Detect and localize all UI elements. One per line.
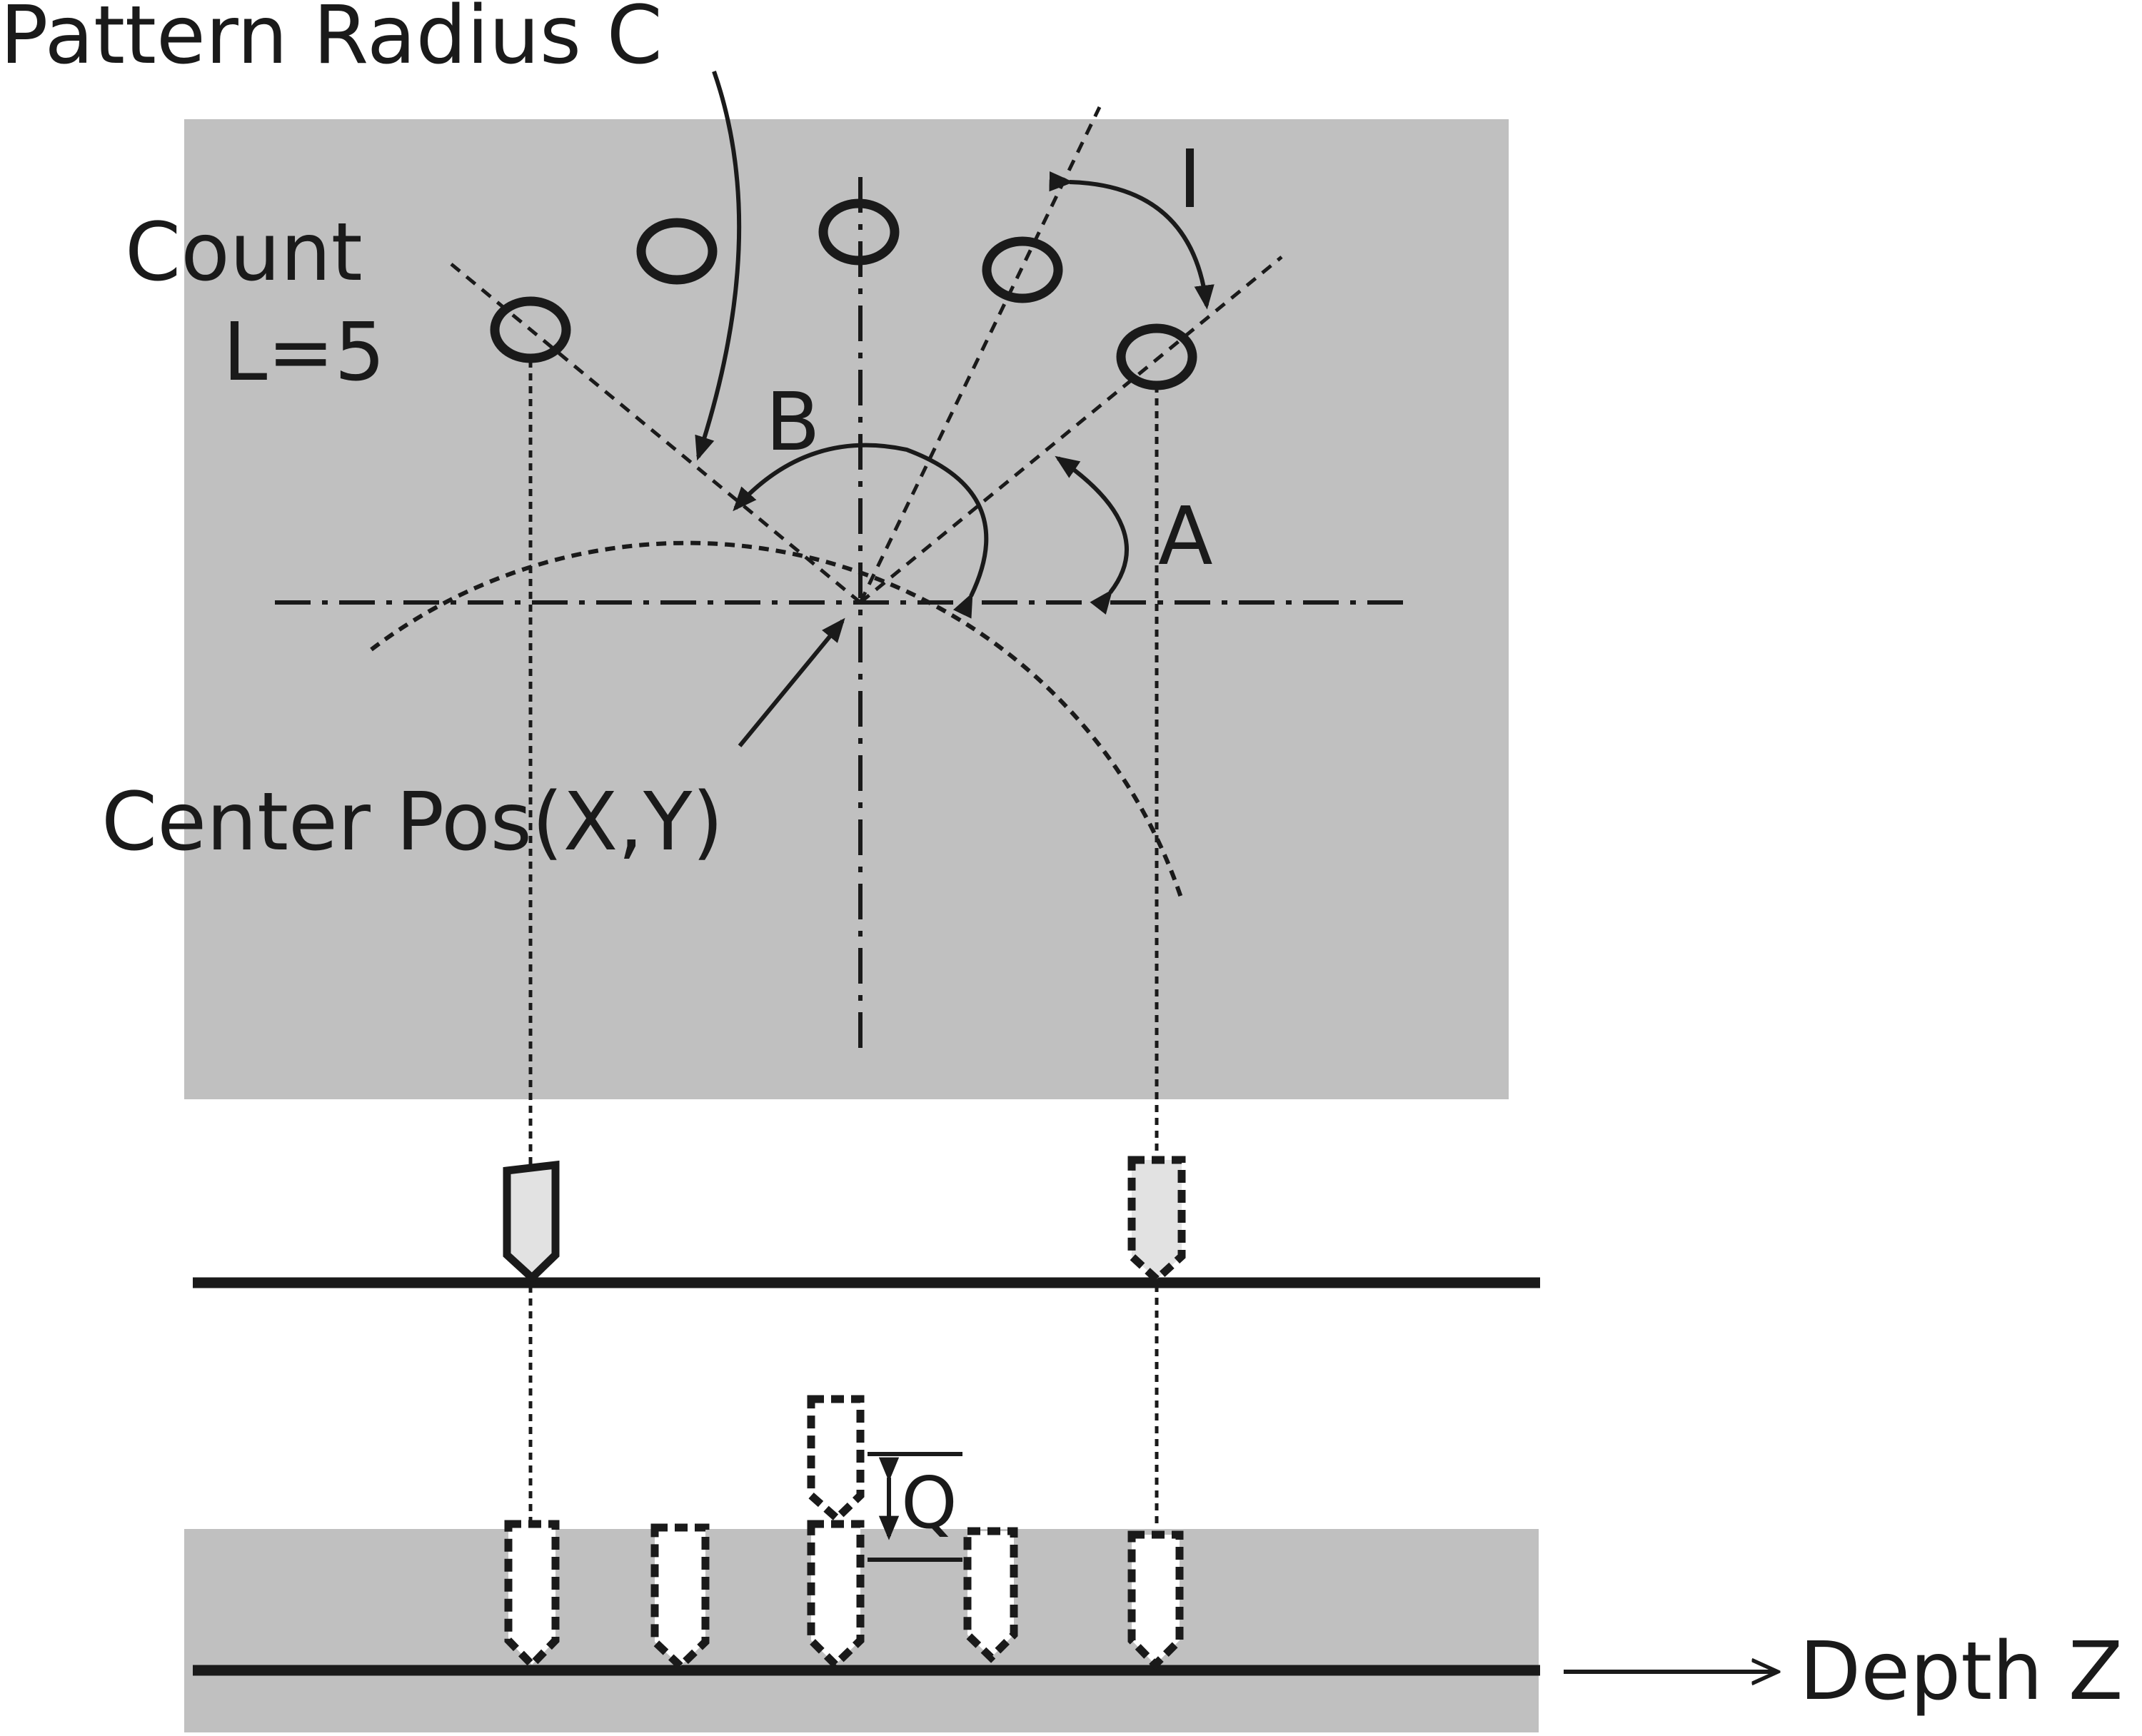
drill-tool-active bbox=[503, 1160, 560, 1283]
angle-i-label: I bbox=[1178, 133, 1202, 226]
depth-tool-5 bbox=[1127, 1530, 1184, 1670]
angle-b-arrow bbox=[733, 443, 989, 619]
angle-a-arrow bbox=[1055, 455, 1129, 615]
pattern-radius-label: Pattern Radius C bbox=[0, 0, 663, 82]
hole-2 bbox=[636, 218, 718, 285]
center-pos-leader bbox=[738, 617, 845, 747]
depth-tool-4 bbox=[963, 1527, 1018, 1663]
depth-label: Depth Z bbox=[1799, 1625, 2123, 1718]
depth-tool-2 bbox=[650, 1523, 710, 1672]
drill-tool-ghost-right bbox=[1127, 1156, 1186, 1285]
center-pos-label: Center Pos(X,Y) bbox=[101, 776, 723, 869]
pattern-radius-arc bbox=[370, 540, 1184, 900]
count-value-label: L=5 bbox=[223, 306, 386, 399]
count-label: Count bbox=[125, 206, 363, 299]
peck-tool-retracted bbox=[807, 1395, 865, 1524]
plan-view-panel bbox=[184, 119, 1509, 1099]
angle-i-arrow bbox=[1049, 171, 1215, 310]
angle-a-label: A bbox=[1158, 490, 1213, 583]
depth-tool-3 bbox=[807, 1520, 865, 1670]
depth-tool-1 bbox=[504, 1520, 560, 1670]
hole-1 bbox=[490, 296, 571, 363]
hole-3 bbox=[818, 198, 900, 266]
pattern-radius-leader bbox=[695, 71, 742, 461]
angle-b-label: B bbox=[765, 376, 820, 469]
q-label: Q bbox=[901, 1461, 957, 1545]
